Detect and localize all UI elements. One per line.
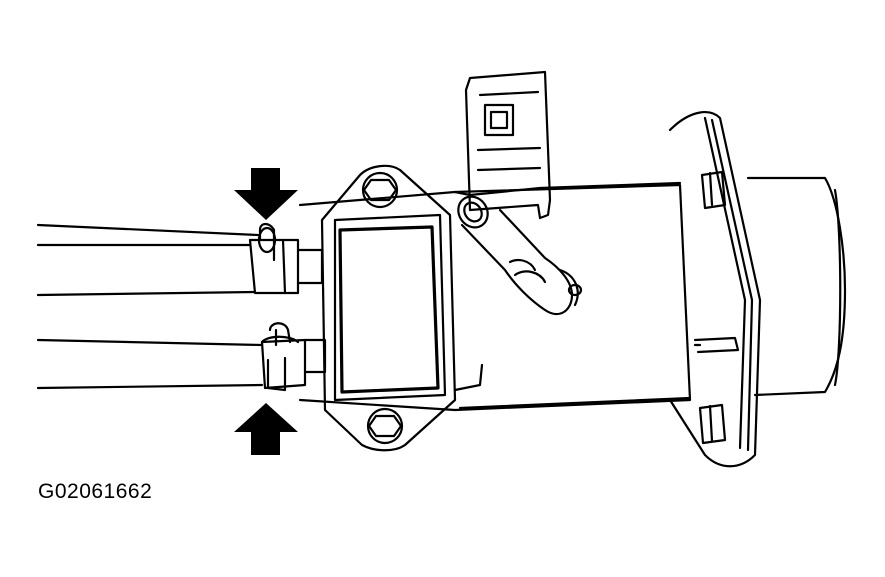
plate-bolt-bottom xyxy=(366,407,404,445)
upper-hose xyxy=(36,223,260,297)
top-bracket xyxy=(464,70,552,220)
housing-body xyxy=(298,181,692,412)
arrow-down-icon xyxy=(234,168,298,220)
flange-bolt-top xyxy=(700,170,727,210)
arrow-up-icon xyxy=(234,403,298,455)
outlet-cylinder xyxy=(746,176,847,397)
sensor-plate xyxy=(320,164,484,452)
flange-pin xyxy=(693,336,740,354)
flange-bolt-bottom xyxy=(698,403,727,445)
lower-hose-clamp xyxy=(260,322,327,392)
flange xyxy=(668,111,762,468)
upper-hose-clamp xyxy=(248,222,324,295)
figure-code: G02061662 xyxy=(38,480,153,503)
elbow-tube xyxy=(457,195,583,316)
plate-bolt-top xyxy=(361,171,399,209)
lower-hose xyxy=(36,338,264,390)
